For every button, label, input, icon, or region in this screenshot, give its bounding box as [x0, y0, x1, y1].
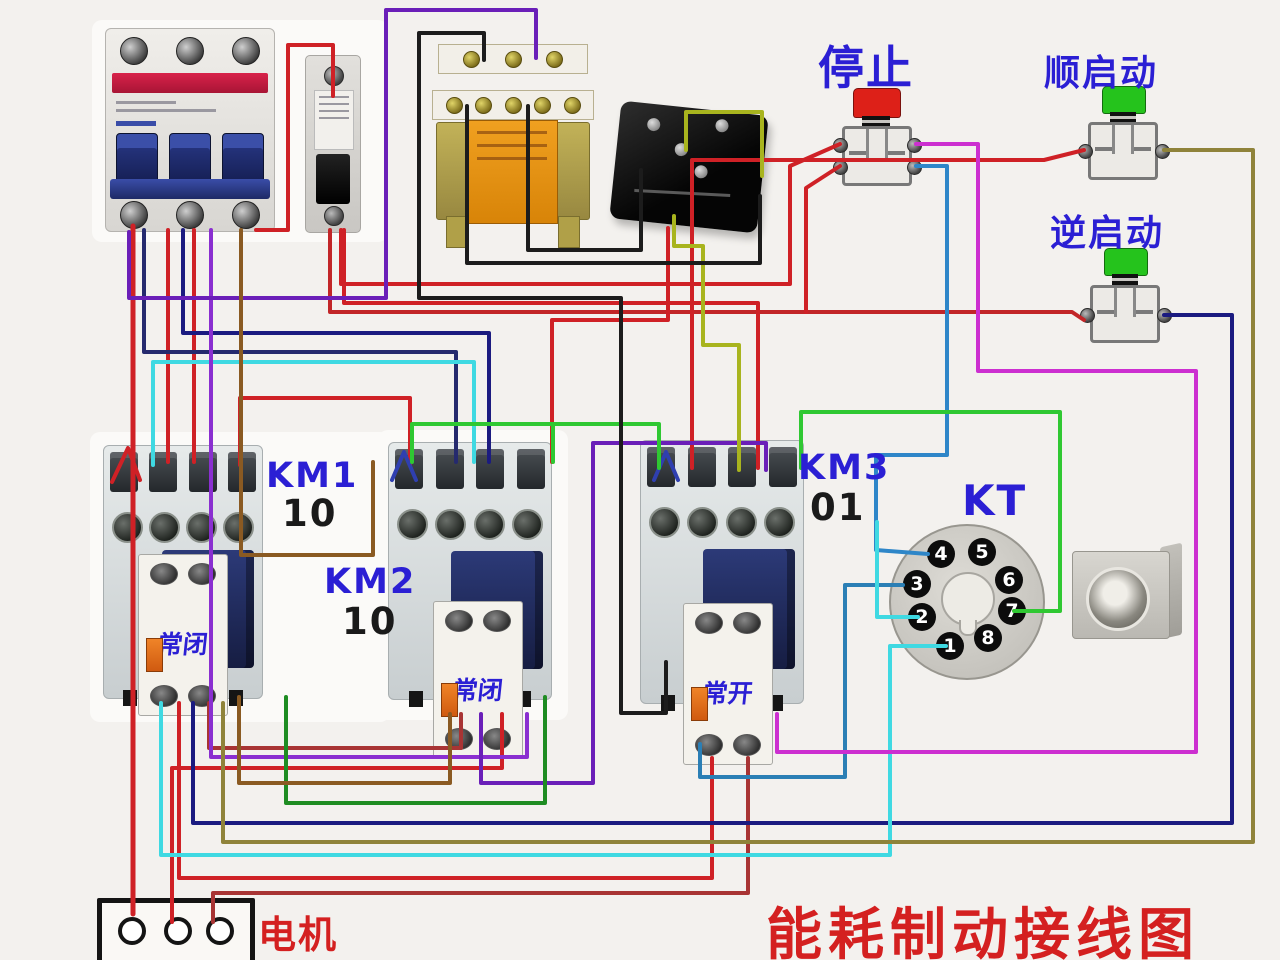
rectifier-terminal: [693, 164, 709, 179]
breaker1p-label: [314, 90, 354, 150]
reverse-terminal-right: [1157, 308, 1172, 323]
km1-screw-row: [112, 512, 254, 543]
breaker1p-bottom-screw: [324, 206, 344, 226]
breaker-label-line: [116, 101, 176, 104]
km2-screw-row: [397, 509, 543, 540]
motor-terminal-2: [164, 917, 192, 945]
forward-start-label: 顺启动: [1044, 53, 1159, 94]
rectifier-terminal: [646, 117, 661, 132]
km1-aux-screws-top: [139, 563, 227, 585]
motor-terminal-1: [118, 917, 146, 945]
km3-label: KM3: [798, 448, 891, 488]
reverse-start-label: 逆启动: [1050, 213, 1165, 254]
wire: [211, 756, 750, 924]
kt-timer-socket: [889, 524, 1045, 680]
breaker-rating-mark: [116, 121, 156, 126]
km3-aux-screws-bottom: [684, 734, 772, 756]
km2-aux-screws-top: [434, 610, 522, 632]
contact-mark: [849, 151, 866, 155]
km2-label: KM2: [324, 562, 417, 602]
wire: [874, 164, 949, 556]
rectifier-terminal: [674, 142, 689, 157]
contact-mark: [1136, 310, 1153, 314]
breaker1p-top-screw: [324, 66, 344, 86]
transformer-coil: [466, 120, 558, 224]
km2-aux-tab: [441, 683, 458, 718]
km3-screw-row: [649, 507, 795, 538]
km1-code: 10: [282, 492, 338, 535]
wire: [142, 228, 458, 464]
forward-start-spring: [1110, 112, 1136, 124]
km3-aux-contact-block: 常开: [683, 603, 773, 765]
motor-label: 电机: [258, 913, 339, 957]
km3-top-terminals: [647, 447, 797, 487]
forward-start-body: [1088, 122, 1158, 180]
diagram-title: 能耗制动接线图: [766, 903, 1200, 960]
breaker-label-line: [116, 109, 216, 112]
km1-aux-tab: [146, 638, 163, 673]
breaker-link-bar: [110, 179, 270, 199]
wire: [672, 214, 741, 472]
contactor-km3: 常开: [640, 440, 804, 765]
control-transformer: [432, 38, 594, 248]
km1-top-terminals: [110, 452, 256, 492]
wire: [804, 164, 842, 314]
contact-mark: [1097, 310, 1114, 314]
contactor-km1: 常闭: [103, 445, 263, 716]
reverse-terminal-left: [1080, 308, 1095, 323]
forward-terminal-right: [1155, 144, 1170, 159]
wire: [181, 228, 491, 464]
wire: [550, 226, 670, 464]
km1-label: KM1: [266, 456, 359, 496]
transformer-primary-terminals: [438, 44, 588, 74]
contact-mark: [1134, 147, 1151, 151]
breaker-top-screws: [106, 37, 274, 65]
contact-mark: [888, 151, 905, 155]
time-relay-unit: [1072, 542, 1182, 643]
stop-label: 停止: [818, 41, 914, 95]
rectifier-text-line: [634, 188, 731, 197]
km2-top-terminals: [395, 449, 545, 489]
forward-start-slot: [1112, 125, 1134, 154]
timer-dial: [1086, 567, 1150, 631]
bridge-rectifier: [609, 100, 769, 234]
km3-aux-tab: [691, 687, 708, 722]
kt-label: KT: [962, 476, 1028, 525]
single-pole-breaker: [305, 55, 361, 233]
kt-keyway-notch: [959, 620, 977, 636]
rectifier-terminal: [714, 118, 730, 133]
breaker-bottom-screws: [106, 201, 274, 229]
motor-terminal-box: [97, 898, 255, 960]
stop-terminal-nc1: [833, 138, 848, 153]
transformer-leg: [558, 216, 580, 248]
reverse-start-slot: [1114, 288, 1136, 317]
kt-center-hole: [941, 572, 995, 626]
main-circuit-breaker-3pole: [105, 28, 275, 232]
stop-terminal-no2: [907, 160, 922, 175]
km3-code: 01: [810, 486, 866, 529]
km2-aux-contact-block: 常闭: [433, 601, 523, 759]
transformer-leg: [446, 216, 468, 248]
km2-aux-screws-bottom: [434, 728, 522, 750]
breaker-red-stripe: [112, 73, 268, 93]
km2-code: 10: [342, 600, 398, 643]
reverse-start-body: [1090, 285, 1160, 343]
stop-button-slot: [866, 129, 888, 159]
forward-start-cap: [1102, 86, 1146, 114]
breaker1p-toggle: [316, 154, 350, 204]
km1-aux-contact-block: 常闭: [138, 554, 228, 716]
km1-aux-screws-bottom: [139, 685, 227, 707]
stop-terminal-no1: [833, 160, 848, 175]
stop-button-body: [842, 126, 912, 186]
stop-terminal-nc2: [907, 138, 922, 153]
motor-terminal-3: [206, 917, 234, 945]
forward-terminal-left: [1078, 144, 1093, 159]
contact-mark: [1095, 147, 1112, 151]
transformer-secondary-terminals: [432, 90, 594, 120]
km3-aux-screws-top: [684, 612, 772, 634]
